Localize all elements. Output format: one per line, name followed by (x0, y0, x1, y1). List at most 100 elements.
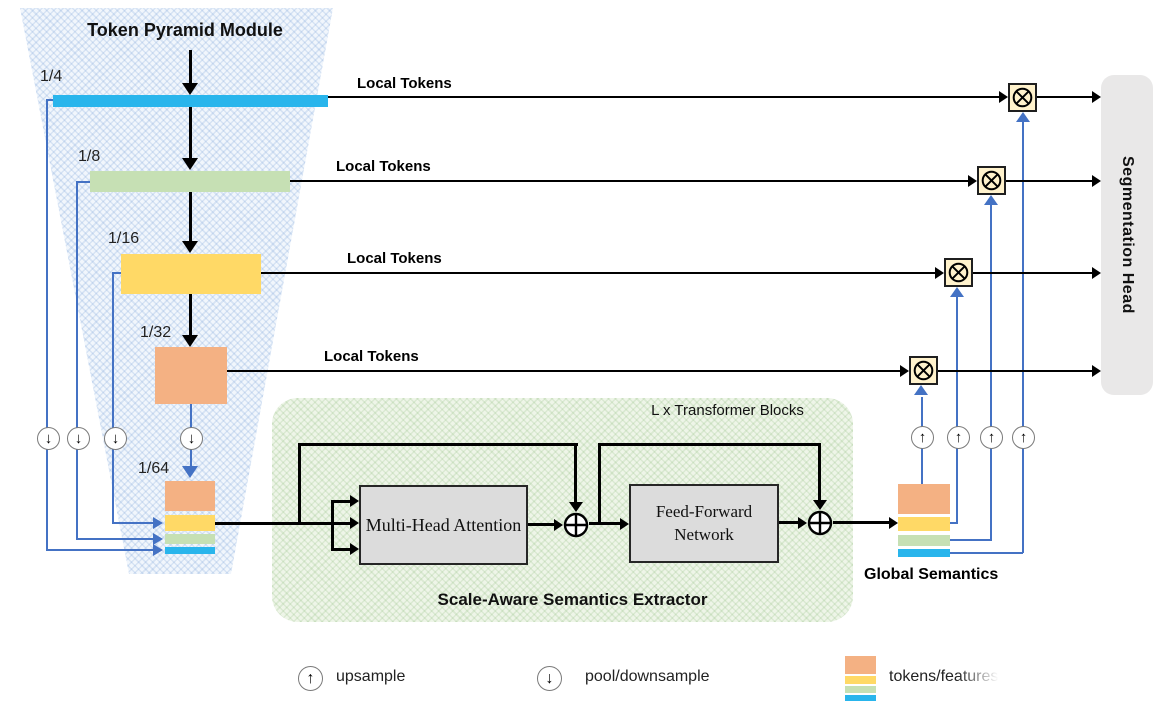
arrowhead (153, 533, 163, 545)
feed-forward-network-block: Feed-Forward Network (629, 484, 779, 563)
add-icon (563, 512, 589, 543)
tokens-input-line (215, 522, 334, 525)
arrowhead (935, 267, 944, 279)
connector (76, 181, 91, 183)
line (779, 521, 799, 524)
local-tokens-label: Local Tokens (336, 158, 431, 175)
token-stack-yellow (165, 515, 215, 531)
upsample-icon: ↑ (947, 426, 970, 449)
local-tokens-label: Local Tokens (347, 250, 442, 267)
line (833, 521, 890, 524)
arrowhead (914, 385, 928, 395)
connector (112, 272, 114, 523)
arrowhead (350, 543, 359, 555)
downsample-icon: ↓ (37, 427, 60, 450)
multi-head-attention-label: Multi-Head Attention (365, 514, 522, 535)
legend-stack-green (845, 686, 876, 693)
connector (46, 549, 153, 551)
token-stack-green (165, 534, 215, 544)
arrowhead (182, 241, 198, 253)
local-tokens-line (1006, 180, 1092, 182)
segmentation-head-label: Segmentation Head (1119, 156, 1136, 314)
global-stack-green (898, 535, 950, 546)
local-tokens-line (1037, 96, 1092, 98)
connector (950, 522, 958, 524)
feature-bar-1-16 (121, 254, 261, 294)
token-pyramid-title: Token Pyramid Module (87, 20, 283, 40)
arrowhead (182, 335, 198, 347)
arrowhead (798, 517, 807, 529)
arrowhead (900, 365, 909, 377)
local-tokens-line (227, 370, 900, 372)
arrowhead (950, 287, 964, 297)
qkv-line (334, 522, 351, 525)
arrowhead (999, 91, 1008, 103)
flow-arrow (189, 192, 192, 242)
arrowhead (153, 517, 163, 529)
legend-downsample-label: pool/downsample (585, 668, 710, 685)
scale-label-1-8: 1/8 (78, 148, 101, 165)
feed-forward-network-label: Feed-Forward Network (655, 501, 753, 544)
arrowhead (1092, 91, 1101, 103)
segmentation-head: Segmentation Head (1101, 75, 1153, 395)
global-stack-yellow (898, 517, 950, 531)
multi-head-attention-block: Multi-Head Attention (359, 485, 528, 565)
downsample-icon: ↓ (67, 427, 90, 450)
line (528, 523, 555, 526)
skip-line (818, 444, 821, 501)
local-tokens-line (328, 96, 999, 98)
connector (1022, 122, 1024, 553)
skip-line (598, 444, 601, 523)
arrowhead (889, 517, 898, 529)
global-stack-blue (898, 549, 950, 557)
arrowhead (569, 502, 583, 512)
global-semantics-label: Global Semantics (864, 566, 999, 583)
arrowhead (984, 195, 998, 205)
connector (950, 539, 991, 541)
arrowhead (1092, 175, 1101, 187)
upsample-icon: ↑ (911, 426, 934, 449)
legend-stack-yellow (845, 676, 876, 684)
arrowhead (813, 500, 827, 510)
arrowhead (620, 518, 629, 530)
qkv-split-line (331, 500, 334, 551)
arrowhead (1016, 112, 1030, 122)
downsample-icon: ↓ (537, 666, 562, 691)
faded-overlay (957, 660, 1032, 694)
arrowhead (1092, 267, 1101, 279)
connector (990, 205, 992, 541)
downsample-icon: ↓ (104, 427, 127, 450)
connector (112, 522, 154, 524)
multiply-icon (1008, 83, 1037, 112)
upsample-icon: ↑ (1012, 426, 1035, 449)
scale-label-1-16: 1/16 (108, 230, 140, 247)
local-tokens-line (973, 272, 1092, 274)
line (589, 522, 620, 525)
upsample-icon: ↑ (298, 666, 323, 691)
feature-bar-1-32 (155, 347, 227, 404)
multiply-icon (977, 166, 1006, 195)
qkv-line (334, 548, 351, 551)
feature-bar-1-4 (53, 95, 328, 107)
arrowhead (968, 175, 977, 187)
local-tokens-label: Local Tokens (324, 348, 419, 365)
connector (950, 552, 1023, 554)
token-stack-blue (165, 547, 215, 554)
legend-upsample-label: upsample (336, 668, 406, 685)
skip-line (598, 443, 821, 446)
local-tokens-label: Local Tokens (357, 75, 452, 92)
scale-label-1-64: 1/64 (138, 460, 170, 477)
connector (956, 297, 958, 524)
connector (112, 272, 122, 274)
arrowhead (350, 517, 359, 529)
connector (76, 538, 154, 540)
local-tokens-line (290, 180, 968, 182)
downsample-icon: ↓ (180, 427, 203, 450)
arrowhead (554, 519, 563, 531)
connector (76, 181, 78, 539)
flow-arrow (189, 294, 192, 336)
extractor-title: Scale-Aware Semantics Extractor (437, 590, 708, 609)
arrowhead (1092, 365, 1101, 377)
skip-line (574, 444, 577, 503)
